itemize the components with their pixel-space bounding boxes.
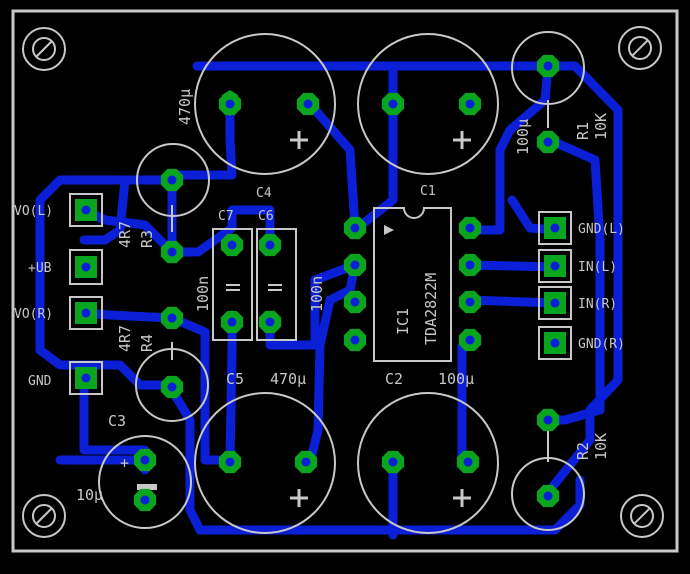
pad-r4-1	[160, 306, 184, 330]
pad-c5-1	[218, 450, 242, 474]
conn-pad-gnd-l	[544, 217, 566, 239]
conn-pad-gnd-r	[544, 332, 566, 354]
pad-c5-2	[294, 450, 318, 474]
label-c6: C6	[258, 209, 274, 224]
pad-ic-6	[458, 290, 482, 314]
ic-pin1-marker	[384, 225, 394, 235]
label-c4: C4	[256, 186, 272, 201]
conn-pad-in-l	[544, 255, 566, 277]
pad-c7-2	[220, 310, 244, 334]
pad-ic-1	[343, 216, 367, 240]
silkscreen	[69, 31, 585, 534]
label-gnd-l: GND(L)	[578, 222, 625, 237]
label-r2-value: 10K	[592, 433, 610, 460]
pad-layer	[75, 54, 566, 512]
conn-pad-gnd	[75, 367, 97, 389]
label-r4: R4	[138, 334, 156, 352]
pad-c7-1	[220, 233, 244, 257]
pad-c6-1	[258, 233, 282, 257]
mounting-hole-tl	[22, 27, 66, 71]
label-c3-value: 10µ	[76, 486, 103, 504]
pad-c2-1	[381, 450, 405, 474]
mounting-holes	[22, 26, 664, 538]
label-c2: C2	[385, 370, 403, 388]
pad-r3-2	[160, 240, 184, 264]
label-c1-value: 100µ	[514, 119, 532, 155]
pad-ic-4	[343, 328, 367, 352]
label-c5: C5	[226, 370, 244, 388]
pad-ic-2	[343, 253, 367, 277]
pad-ic-7	[458, 253, 482, 277]
conn-pad-in-r	[544, 292, 566, 314]
label-r1-value: 10K	[592, 113, 610, 140]
mounting-hole-tr	[618, 26, 662, 70]
pad-c1-2	[458, 92, 482, 116]
label-r4-value: 4R7	[116, 325, 134, 352]
label-c7-value: 100n	[194, 276, 212, 312]
label-c7: C7	[218, 209, 234, 224]
conn-pad-ub	[75, 256, 97, 278]
pad-c1-1	[381, 92, 405, 116]
label-c3-plus: +	[120, 454, 129, 472]
conn-pad-vo-r	[75, 302, 97, 324]
label-c5-value: 470µ	[270, 370, 306, 388]
label-r3-value: 4R7	[116, 221, 134, 248]
pad-r2-1	[536, 408, 560, 432]
label-c6-value: 100n	[308, 276, 326, 312]
c3-polarity-bar	[137, 484, 157, 490]
label-r1: R1	[574, 122, 592, 140]
pad-r1-1	[536, 54, 560, 78]
label-c1: C1	[420, 184, 436, 199]
pad-r1-2	[536, 130, 560, 154]
mounting-hole-bl	[22, 494, 66, 538]
pad-c2-2	[456, 450, 480, 474]
pad-r2-2	[536, 484, 560, 508]
label-vo-l: VO(L)	[14, 204, 53, 219]
label-r3: R3	[138, 230, 156, 248]
board-outline	[11, 9, 679, 553]
pad-r4-2	[160, 375, 184, 399]
pad-ic-3	[343, 290, 367, 314]
label-vo-r: VO(R)	[14, 307, 53, 322]
label-ic-part: TDA2822M	[422, 273, 440, 345]
label-c3: C3	[108, 412, 126, 430]
label-gnd-r: GND(R)	[578, 337, 625, 352]
pad-ic-8	[458, 216, 482, 240]
label-c4-value: 470µ	[176, 89, 194, 125]
label-ub: +UB	[28, 261, 52, 276]
silk-polarity	[290, 131, 471, 507]
pad-c3-1	[133, 448, 157, 472]
label-c2-value: 100µ	[438, 370, 474, 388]
label-ic1: IC1	[394, 308, 412, 335]
pad-r3-1	[160, 168, 184, 192]
mounting-hole-br	[620, 494, 664, 538]
pad-c6-2	[258, 310, 282, 334]
pad-c4-2	[296, 92, 320, 116]
label-in-r: IN(R)	[578, 297, 617, 312]
pad-c4-1	[218, 92, 242, 116]
label-r2: R2	[574, 442, 592, 460]
label-gnd: GND	[28, 374, 52, 389]
label-in-l: IN(L)	[578, 260, 617, 275]
conn-pad-vo-l	[75, 199, 97, 221]
pad-ic-5	[458, 328, 482, 352]
pad-c3-2	[133, 488, 157, 512]
